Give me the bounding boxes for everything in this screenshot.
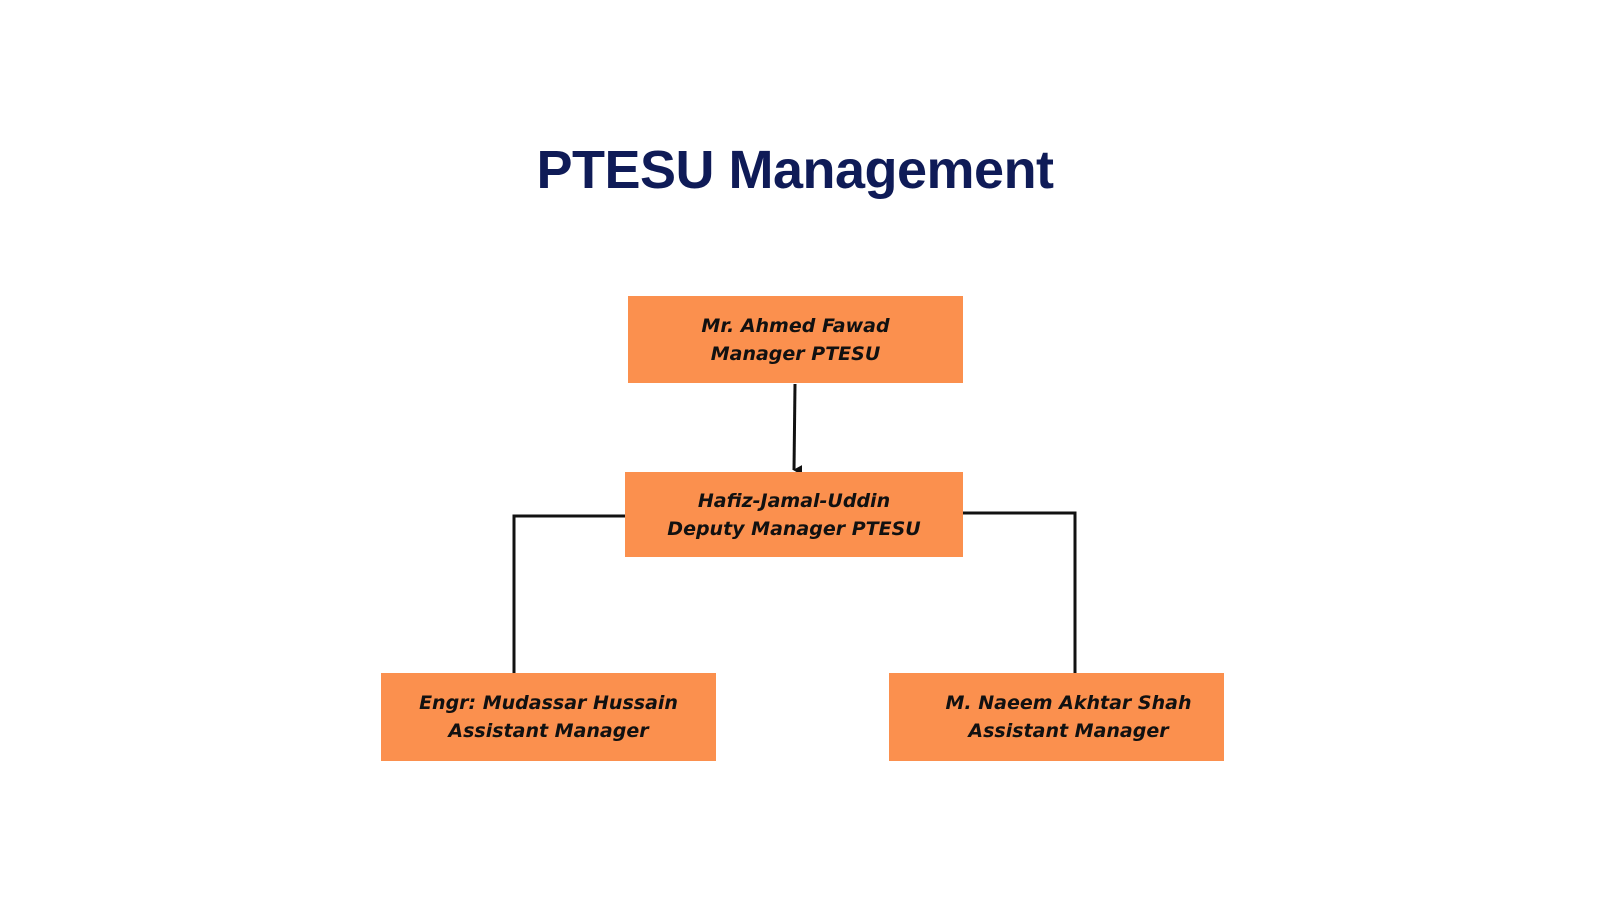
assistant-2-role: Assistant Manager [968, 720, 1169, 742]
org-node-manager: Mr. Ahmed Fawad Manager PTESU [628, 296, 963, 383]
org-node-deputy-manager: Hafiz-Jamal-Uddin Deputy Manager PTESU [625, 472, 963, 557]
deputy-to-assistant-2-line [963, 511, 1077, 673]
assistant-1-name: Engr: Mudassar Hussain [419, 692, 678, 714]
org-node-assistant-manager-2: M. Naeem Akhtar Shah Assistant Manager [889, 673, 1224, 761]
assistant-2-name: M. Naeem Akhtar Shah [945, 692, 1192, 714]
page-title: PTESU Management [536, 140, 1054, 200]
manager-to-deputy-arrow [792, 383, 803, 476]
deputy-role: Deputy Manager PTESU [667, 517, 921, 540]
manager-role: Manager PTESU [710, 342, 881, 365]
deputy-name: Hafiz-Jamal-Uddin [697, 489, 891, 512]
manager-name: Mr. Ahmed Fawad [701, 314, 890, 337]
deputy-to-assistant-1-line [512, 514, 625, 673]
assistant-1-role: Assistant Manager [448, 720, 649, 742]
org-node-assistant-manager-1: Engr: Mudassar Hussain Assistant Manager [381, 673, 716, 761]
